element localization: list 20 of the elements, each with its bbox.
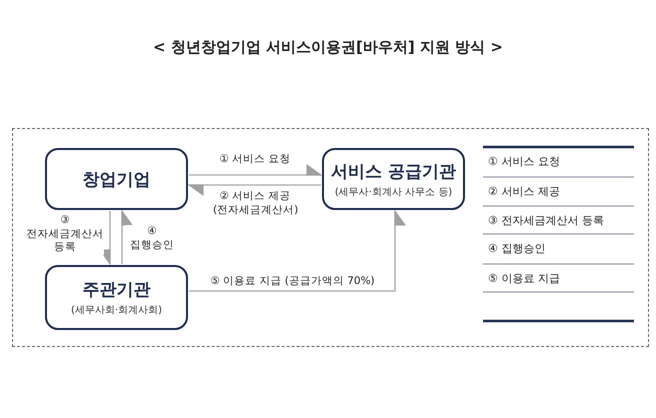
arrow — [188, 184, 321, 196]
box-title: 창업기업 — [82, 168, 150, 190]
arrow — [121, 210, 132, 264]
box-subtitle: (세무사·회계사 사무소 등) — [334, 186, 452, 198]
edge-label: ② 서비스 제공 (전자세금계산서) — [213, 190, 297, 218]
rounded-box — [322, 148, 465, 210]
list-item: ④ 집행승인 — [488, 241, 546, 256]
arrow — [189, 164, 322, 176]
box-subtitle: (세무사회·회계사회) — [71, 304, 162, 317]
box-title: 주관기관 — [82, 279, 150, 301]
title: < 청년창업기업 서비스이용권[바우처] 지원 방식 > — [152, 38, 504, 57]
list-item: ① 서비스 요청 — [488, 154, 560, 169]
rounded-box — [45, 148, 188, 210]
list-item: ③ 전자세금계산서 등록 — [488, 213, 604, 228]
edge-label: ③ 전자세금계산서 등록 — [26, 214, 104, 255]
arrow — [189, 210, 406, 292]
box-title: 서비스 공급기관 — [331, 160, 456, 182]
list-item: ② 서비스 제공 — [488, 184, 560, 199]
list-item: ⑤ 이용료 지급 — [488, 271, 560, 286]
rounded-box — [45, 265, 188, 330]
